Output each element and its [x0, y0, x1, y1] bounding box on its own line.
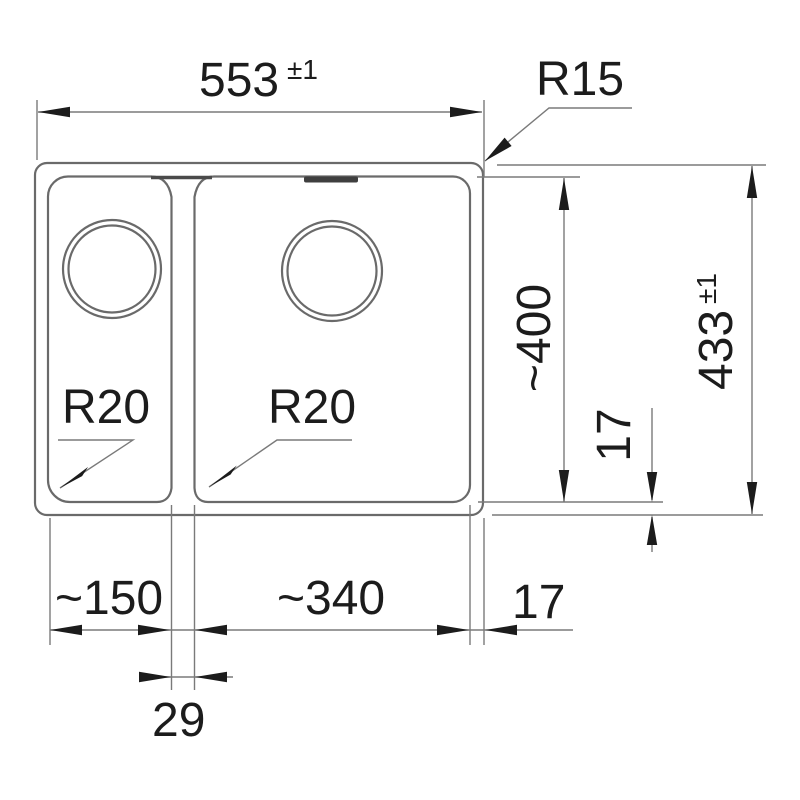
- dimension-labels: 553 ±1 R15 R20 R20 ~150 ~340 17 29 ~400 …: [55, 53, 743, 747]
- label-overall-depth-tol: ±1: [691, 273, 722, 304]
- arrow-340-right: [437, 624, 469, 636]
- drain-right-outer: [280, 219, 384, 323]
- arrow-553-left: [38, 106, 70, 118]
- arrow-150-left: [50, 624, 82, 636]
- label-r15: R15: [536, 53, 624, 106]
- label-overall-depth: 433: [690, 310, 743, 390]
- label-rim-offset-horizontal: 17: [512, 576, 565, 629]
- arrow-r20-right: [209, 465, 237, 487]
- leader-r20-right: [208, 439, 352, 488]
- arrow-r20-left: [60, 466, 89, 488]
- label-r20-left: R20: [62, 381, 150, 434]
- arrow-150-right: [138, 624, 170, 636]
- arrow-17v-upper: [646, 472, 658, 502]
- label-r20-right: R20: [268, 381, 356, 434]
- arrow-r15: [485, 137, 512, 161]
- arrow-17h-right: [485, 624, 517, 636]
- sink-outline-group: [33, 161, 485, 517]
- overflow-slot: [304, 176, 358, 183]
- arrow-553-right: [450, 106, 482, 118]
- drain-left-outer: [61, 218, 163, 320]
- sink-outer-rim: [33, 161, 485, 517]
- arrow-433-top: [746, 166, 758, 198]
- arrow-29-right: [195, 671, 227, 683]
- arrow-400-top: [558, 178, 570, 210]
- label-left-bowl-width: ~150: [55, 572, 163, 625]
- label-overall-width: 553: [199, 54, 279, 107]
- drain-left-inner: [67, 224, 157, 314]
- label-bowl-depth: ~400: [508, 284, 561, 392]
- label-right-bowl-width: ~340: [277, 572, 385, 625]
- drain-right-inner: [286, 225, 378, 317]
- arrow-433-bottom: [746, 482, 758, 514]
- arrow-340-left: [195, 624, 227, 636]
- arrow-29-left: [139, 671, 171, 683]
- label-overall-width-tol: ±1: [287, 54, 318, 85]
- leader-r20-left: [58, 439, 136, 489]
- leader-r15: [484, 107, 632, 162]
- label-rim-offset-vertical: 17: [588, 408, 641, 461]
- arrowheads: [38, 106, 758, 683]
- arrow-17v-lower: [646, 515, 658, 545]
- left-bowl: [46, 175, 173, 504]
- label-divider-width: 29: [152, 694, 205, 747]
- arrow-400-bottom: [558, 470, 570, 502]
- right-bowl: [193, 175, 472, 504]
